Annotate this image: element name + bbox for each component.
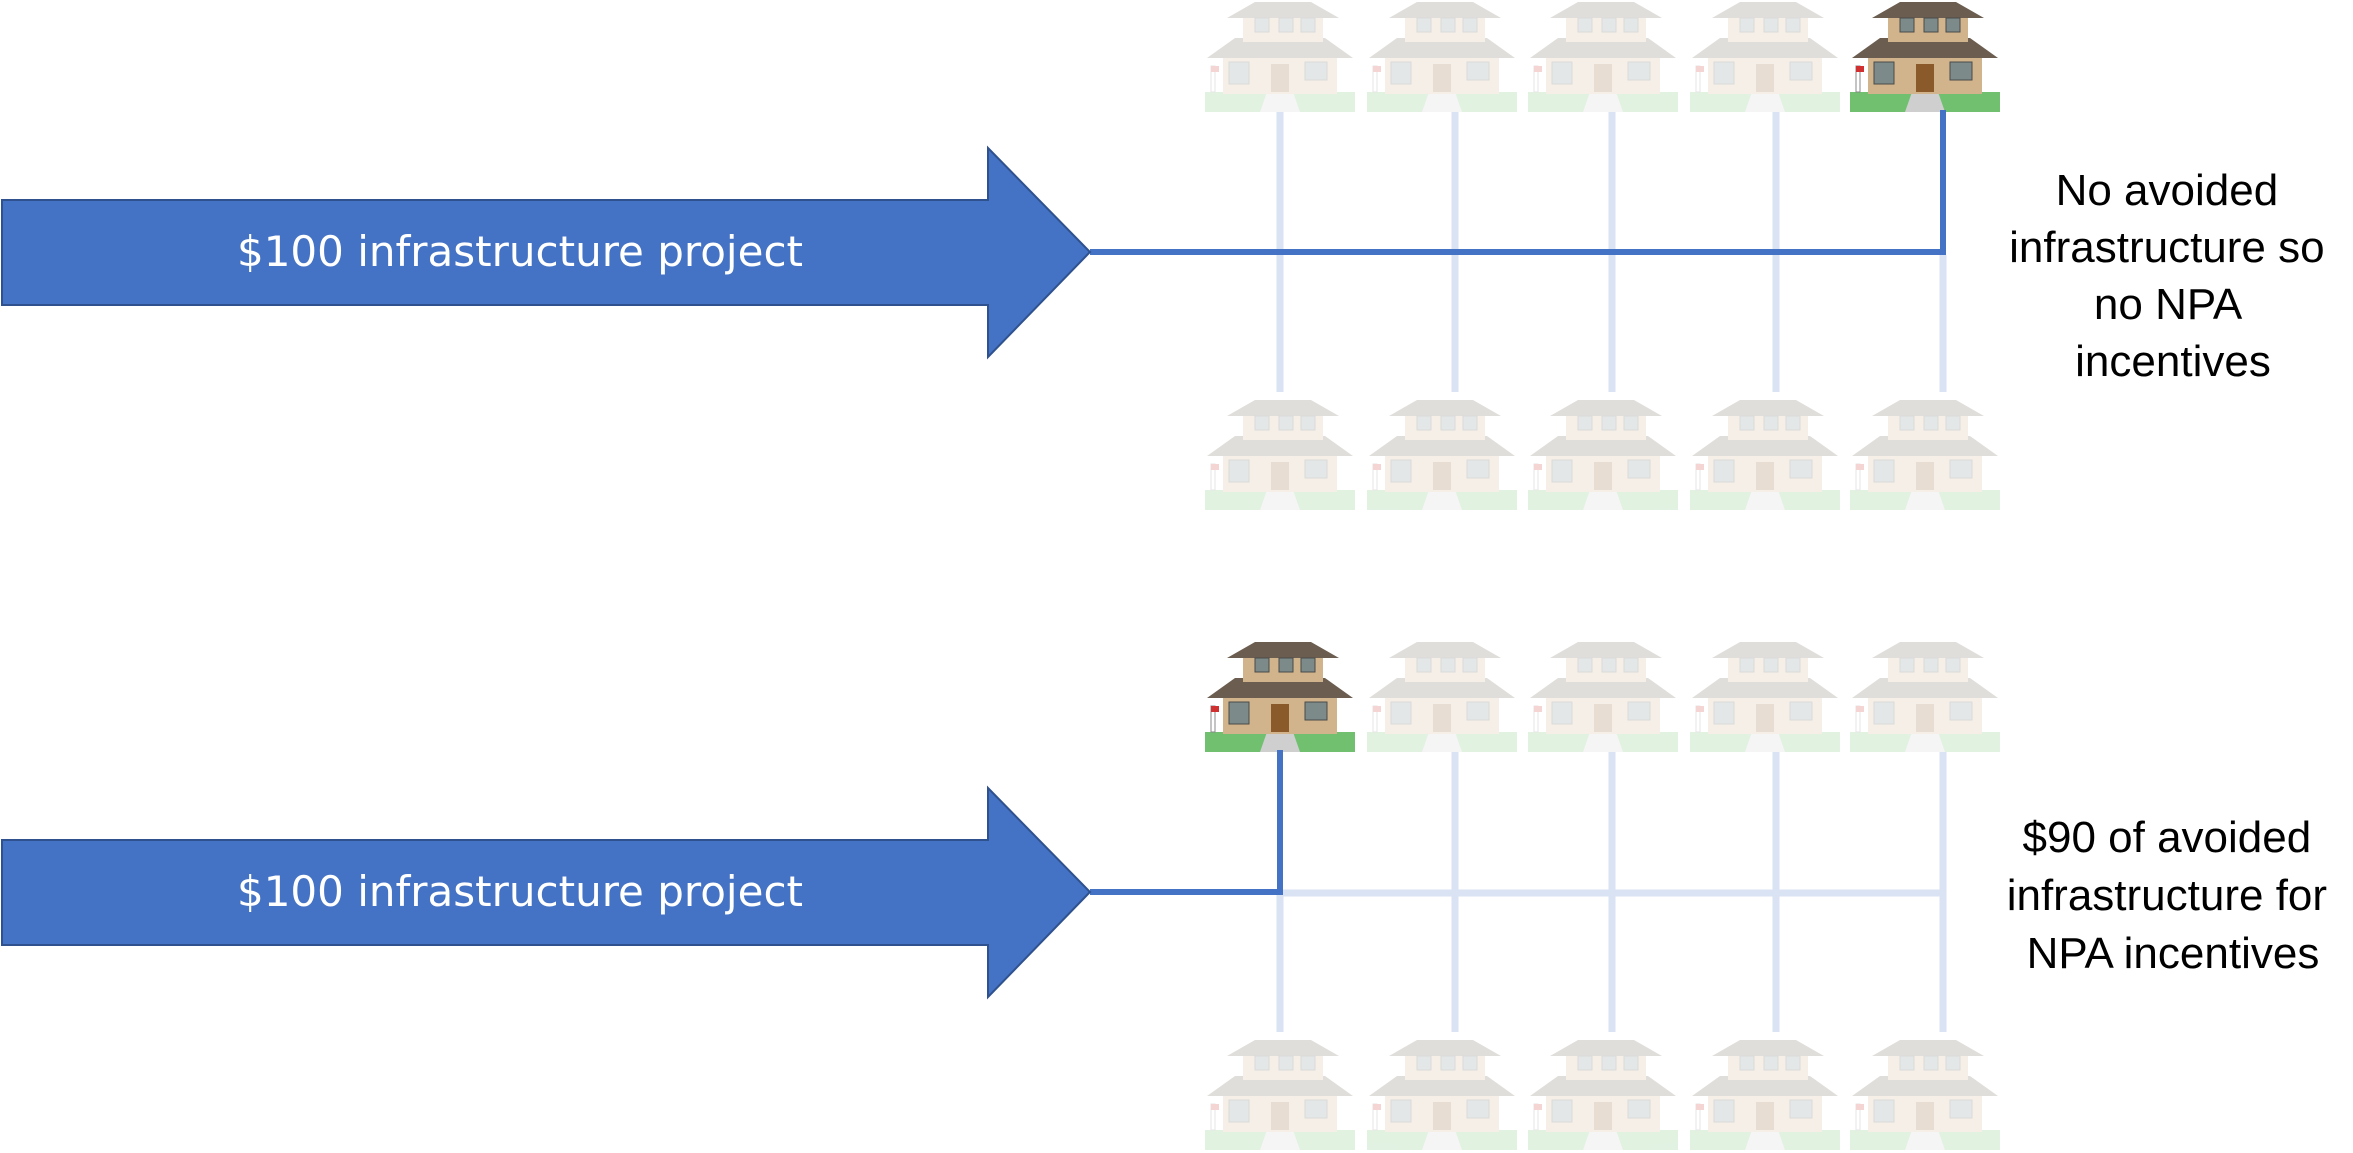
project-arrow [1,785,1092,1000]
scenario-note: No avoided infrastructure so no NPA ince… [2009,166,2337,386]
house-icon [1366,641,1518,753]
arrow-label: $100 infrastructure project [237,227,803,276]
house-icon [1527,399,1679,511]
house-icon [1366,399,1518,511]
house-icon [1204,1039,1356,1151]
project-arrow [1,145,1092,360]
house-icon [1689,399,1841,511]
active-infrastructure-line [1090,750,1283,895]
active-infrastructure-line [1090,110,1946,255]
note-line: NPA incentives [2027,929,2320,978]
house-icon [1689,641,1841,753]
arrow-label: $100 infrastructure project [237,867,803,916]
house-icon [1849,1,2001,113]
house-icon [1527,1,1679,113]
house-icon [1366,1,1518,113]
house-icon [1527,641,1679,753]
house-icon [1204,641,1356,753]
bottom-houses-row [1204,1039,2001,1151]
note-line: infrastructure for [2007,871,2327,920]
house-icon [1849,399,2001,511]
top-houses-row [1204,641,2001,753]
house-icon [1849,641,2001,753]
note-line: No avoided [2056,166,2279,215]
house-icon [1204,1,1356,113]
house-icon [1689,1,1841,113]
note-line: no NPA [2094,280,2243,329]
house-icon [1689,1039,1841,1151]
house-icon [1527,1039,1679,1151]
faded-feeder-lines [1276,752,1947,1032]
note-line: incentives [2075,337,2271,386]
scenario-note: $90 of avoided infrastructure for NPA in… [2007,813,2340,978]
scenario-2: $100 infrastructure project $90 of avoid… [1,641,2340,1151]
house-icon [1204,399,1356,511]
scenario-1: $100 infrastructure project No avoided i… [1,1,2337,511]
house-icon [1849,1039,2001,1151]
top-houses-row [1204,1,2001,113]
note-line: infrastructure so [2009,223,2324,272]
house-icon [1366,1039,1518,1151]
note-line: $90 of avoided [2023,813,2312,862]
bottom-houses-row [1204,399,2001,511]
